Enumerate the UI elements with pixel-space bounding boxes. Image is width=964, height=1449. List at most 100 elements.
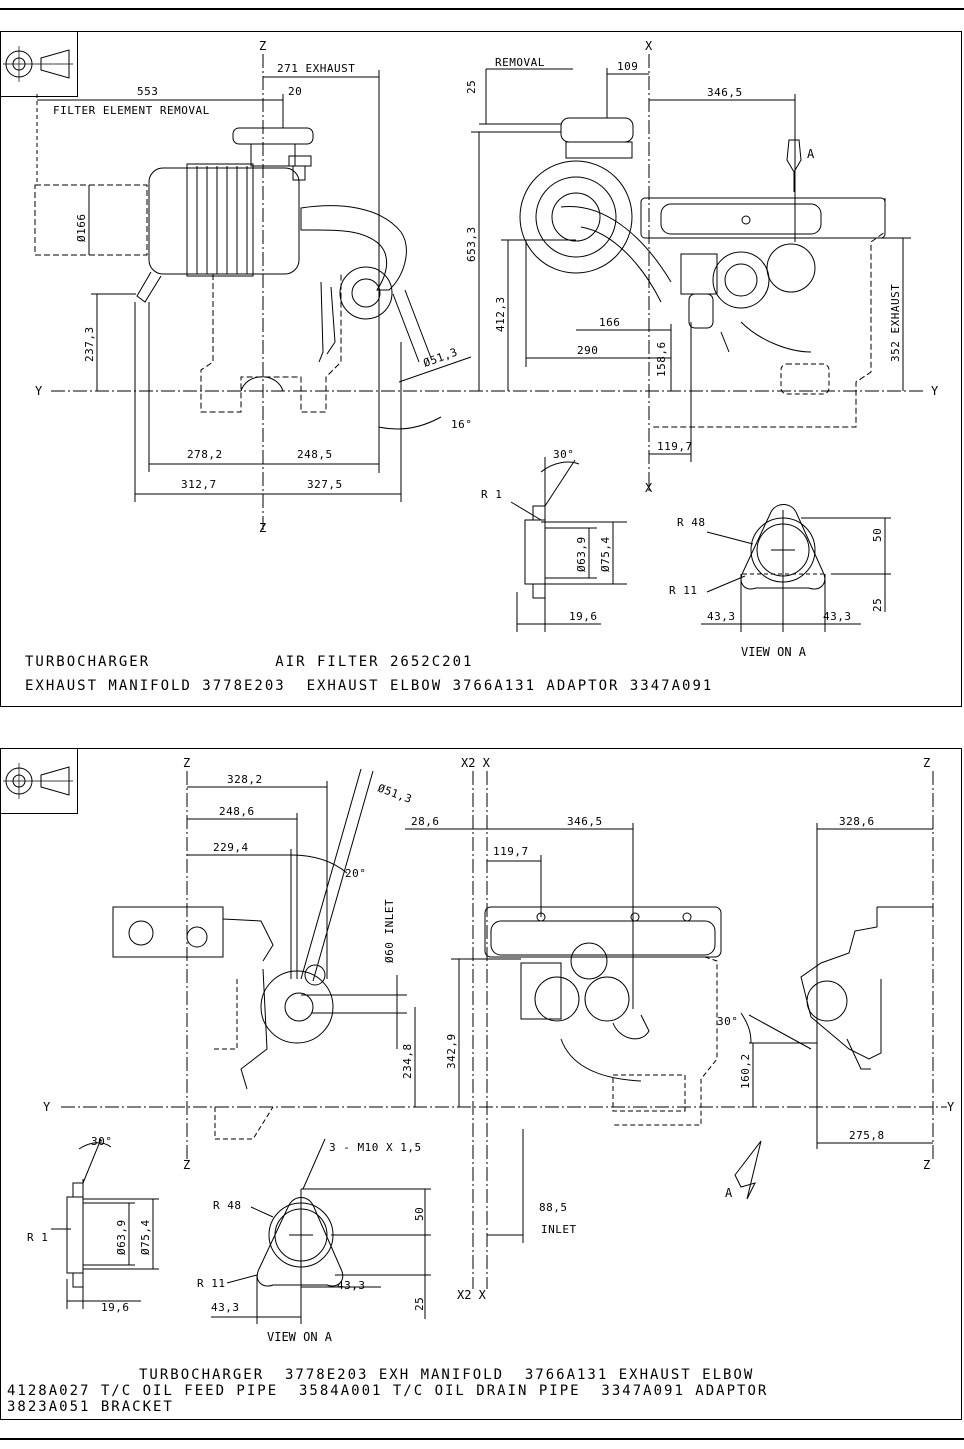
dim-248-6: 248,6	[219, 805, 255, 818]
dim-43-left: 43,3	[707, 610, 736, 623]
turbo-housing	[339, 266, 393, 320]
dim-dia-51: Ø51,3	[376, 782, 414, 806]
dim-237: 237,3	[83, 326, 96, 362]
exhaust-elbow	[300, 205, 407, 291]
dim-30-deg: 30°	[553, 448, 574, 461]
z-label-right-top: Z	[923, 756, 930, 770]
dim-119: 119,7	[493, 845, 529, 858]
dim-342: 342,9	[445, 1033, 458, 1069]
filter-removal-outline	[34, 184, 148, 256]
dim-r48: R 48	[213, 1199, 242, 1212]
filter-element-removal: FILTER ELEMENT REMOVAL	[53, 104, 210, 117]
dim-25: 25	[413, 1297, 426, 1311]
air-filter-body	[136, 127, 314, 303]
x-label-bottom: X	[645, 481, 653, 495]
inlet-label: INLET	[541, 1223, 577, 1236]
dim-43-right: 43,3	[337, 1279, 366, 1292]
y-label-right: Y	[931, 384, 939, 398]
dim-dia-63: Ø63,9	[115, 1219, 128, 1255]
dim-19: 19,6	[101, 1301, 130, 1314]
engine-front-view	[519, 117, 886, 428]
dim-653: 653,3	[465, 226, 478, 262]
projection-symbol-2	[1, 749, 78, 814]
dim-30-deg: 30°	[717, 1015, 738, 1028]
sheet2-drawing: Z Z X2 X X2 X Z Z Y Y 328,2 Ø51,3 248,6 …	[27, 756, 955, 1344]
y-label-left: Y	[35, 384, 43, 398]
view-on-a-label: VIEW ON A	[741, 645, 807, 659]
dim-19: 19,6	[569, 610, 598, 623]
x2x-label-bottom: X2 X	[457, 1288, 487, 1302]
turbo-side-view	[112, 906, 334, 1140]
dim-88: 88,5	[539, 1201, 568, 1214]
dim-43-left: 43,3	[211, 1301, 240, 1314]
view-arrow-a: A	[725, 1186, 733, 1200]
z-label-bottom: Z	[259, 521, 266, 535]
flange-view-on-a	[211, 1138, 431, 1324]
caption-line-2: 4128A027 T/C OIL FEED PIPE 3584A001 T/C …	[7, 1383, 769, 1399]
dim-dia-75: Ø75,4	[139, 1219, 152, 1255]
dim-119: 119,7	[657, 440, 693, 453]
z-label-top: Z	[259, 39, 266, 53]
y-label-right: Y	[947, 1100, 955, 1114]
dim-r1: R 1	[481, 488, 502, 501]
dim-328-6: 328,6	[839, 815, 875, 828]
z-label-left-top: Z	[183, 756, 190, 770]
dim-dia-75: Ø75,4	[599, 536, 612, 572]
adaptor-section-view	[510, 457, 627, 632]
dim-43-right: 43,3	[823, 610, 852, 623]
bottom-rule	[0, 1438, 964, 1440]
dim-312: 312,7	[181, 478, 217, 491]
dim-r1: R 1	[27, 1231, 48, 1244]
dim-r11: R 11	[197, 1277, 226, 1290]
dim-275: 275,8	[849, 1129, 885, 1142]
dim-248: 248,5	[297, 448, 333, 461]
x-label-top: X	[645, 39, 653, 53]
x2x-label-top: X2 X	[461, 756, 491, 770]
top-rule	[0, 8, 964, 10]
dim-158: 158,6	[655, 341, 668, 377]
third-angle-projection-icon	[3, 763, 73, 799]
dim-328-2: 328,2	[227, 773, 263, 786]
thread-callout: 3 - M10 X 1,5	[329, 1141, 422, 1154]
dim-30-deg-adaptor: 30°	[91, 1135, 112, 1148]
adaptor-section-view	[51, 1138, 159, 1309]
removal-label: REMOVAL	[495, 56, 545, 69]
dim-352-exhaust: 352 EXHAUST	[889, 284, 902, 362]
dim-50: 50	[413, 1207, 426, 1221]
dim-234: 234,8	[401, 1043, 414, 1079]
dim-dia-60-inlet: Ø60 INLET	[383, 899, 396, 963]
dim-278: 278,2	[187, 448, 223, 461]
caption-line-3: 3823A051 BRACKET	[7, 1399, 174, 1415]
dim-r11: R 11	[669, 584, 698, 597]
view-arrow-a: A	[807, 147, 815, 161]
engine-block-outline	[200, 274, 342, 413]
view-on-a-label: VIEW ON A	[267, 1330, 333, 1344]
dim-346: 346,5	[707, 86, 743, 99]
dim-346: 346,5	[567, 815, 603, 828]
caption-line-1: TURBOCHARGER 3778E203 EXH MANIFOLD 3766A…	[139, 1367, 755, 1383]
caption-line-1: TURBOCHARGER AIR FILTER 2652C201	[25, 654, 474, 670]
dim-25-top: 25	[465, 80, 478, 94]
dim-553: 553	[137, 85, 158, 98]
dim-166: 166	[599, 316, 620, 329]
z-label-right-bottom: Z	[923, 1158, 930, 1172]
dim-229: 229,4	[213, 841, 249, 854]
turbo-end-view	[800, 906, 933, 1070]
dim-290: 290	[577, 344, 598, 357]
dim-109: 109	[617, 60, 638, 73]
third-angle-projection-icon	[3, 46, 73, 82]
dim-dia-166: Ø166	[75, 214, 88, 243]
dim-50: 50	[871, 528, 884, 542]
dim-dia-63: Ø63,9	[575, 536, 588, 572]
drawing-sheet-1: Z Z X X Y Y 271 EXHAUST 553 FILTER ELEME…	[0, 31, 962, 707]
y-label-left: Y	[43, 1100, 51, 1114]
sheet1-drawing: Z Z X X Y Y 271 EXHAUST 553 FILTER ELEME…	[34, 39, 939, 659]
dim-28: 28,6	[411, 815, 440, 828]
projection-symbol-1	[1, 32, 78, 97]
dim-16-deg: 16°	[451, 418, 472, 431]
dim-20: 20	[288, 85, 302, 98]
dim-r48: R 48	[677, 516, 706, 529]
z-label-left-bottom: Z	[183, 1158, 190, 1172]
turbo-front-view	[484, 906, 722, 1126]
drawing-sheet-2: Z Z X2 X X2 X Z Z Y Y 328,2 Ø51,3 248,6 …	[0, 748, 962, 1420]
